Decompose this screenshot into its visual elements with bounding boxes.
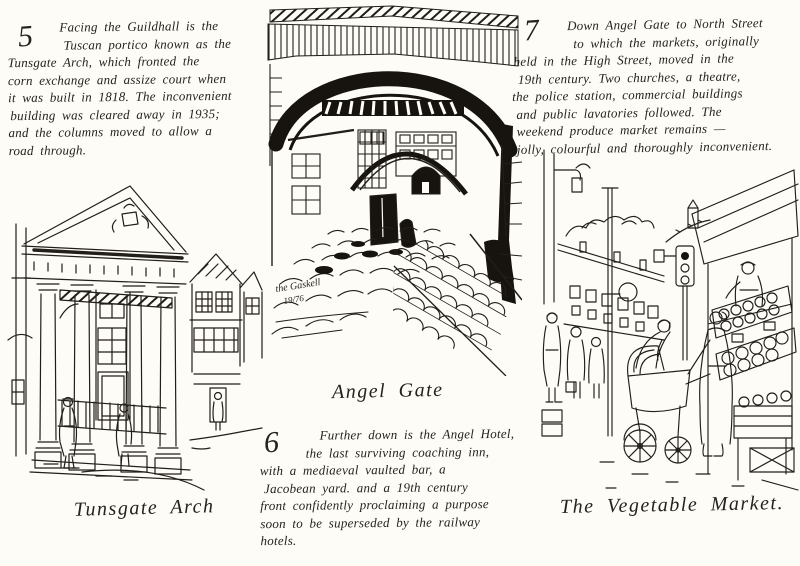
text-line: hotels. [260,532,297,549]
figure-in-doorway [212,391,224,431]
text-line: and the columns moved to allow a [8,123,213,141]
vegetable-market-caption: The Vegetable Market. [559,492,785,518]
text-line: soon to be superseded by the railway [260,513,481,531]
market-stall [691,169,799,481]
text-line: road through. [8,141,87,158]
tunsgate-arch-illustration [7,185,263,491]
text-line: Further down is the Angel Hotel, [319,425,515,443]
text-line: with a mediaeval vaulted bar, a [259,461,446,479]
inner-facade [59,289,173,421]
ground-marks [599,461,799,491]
mother-figure [687,311,733,457]
trees-and-hill [565,199,711,243]
text-line: Facing the Guildhall is the [59,17,219,35]
angel-gate-illustration: the Gaskell 19/76 [267,5,522,376]
text-line: the last surviving coaching inn, [305,443,490,461]
tiled-roof [392,233,522,376]
text-line: it was built in 1818. The inconvenient [8,87,232,106]
bending-figure [635,319,671,369]
eaves-hatching [267,5,519,67]
cobblestones [271,226,456,339]
timber-lintel [322,100,468,196]
text-line: Tunsgate Arch, which fronted the [7,53,200,71]
pedestrian-figure [115,403,133,467]
pavement [29,459,205,491]
signature-date: 19/76 [283,293,305,306]
pediment [21,185,189,285]
street-shoppers [541,312,605,437]
section-7-text: Down Angel Gate to North Street to which… [511,14,772,158]
left-buildings [543,149,638,437]
background-street [557,241,665,341]
vegetable-market-illustration [541,149,799,491]
angel-gate-caption: Angel Gate [331,378,444,404]
text-line: front confidently proclaiming a purpose [260,496,489,514]
traffic-light [653,245,695,361]
gabled-houses [189,253,263,450]
railing [57,399,167,435]
text-line: Jacobean yard. and a 19th century [263,478,469,496]
artist-signature: the Gaskell [275,277,322,295]
stone-wall [499,143,522,281]
crest-icon [111,203,149,233]
section-6-text: Further down is the Angel Hotel, the las… [259,425,515,550]
stallholder-figure [725,261,764,307]
left-pier [269,64,355,266]
section-5-text: Facing the Guildhall is the Tuscan porti… [7,17,232,159]
tunsgate-arch-caption: Tunsgate Arch [73,495,215,521]
passage-interior [357,129,457,248]
arch [268,71,518,304]
left-building-edge [7,223,33,457]
columns [34,283,182,475]
pram [623,345,711,464]
